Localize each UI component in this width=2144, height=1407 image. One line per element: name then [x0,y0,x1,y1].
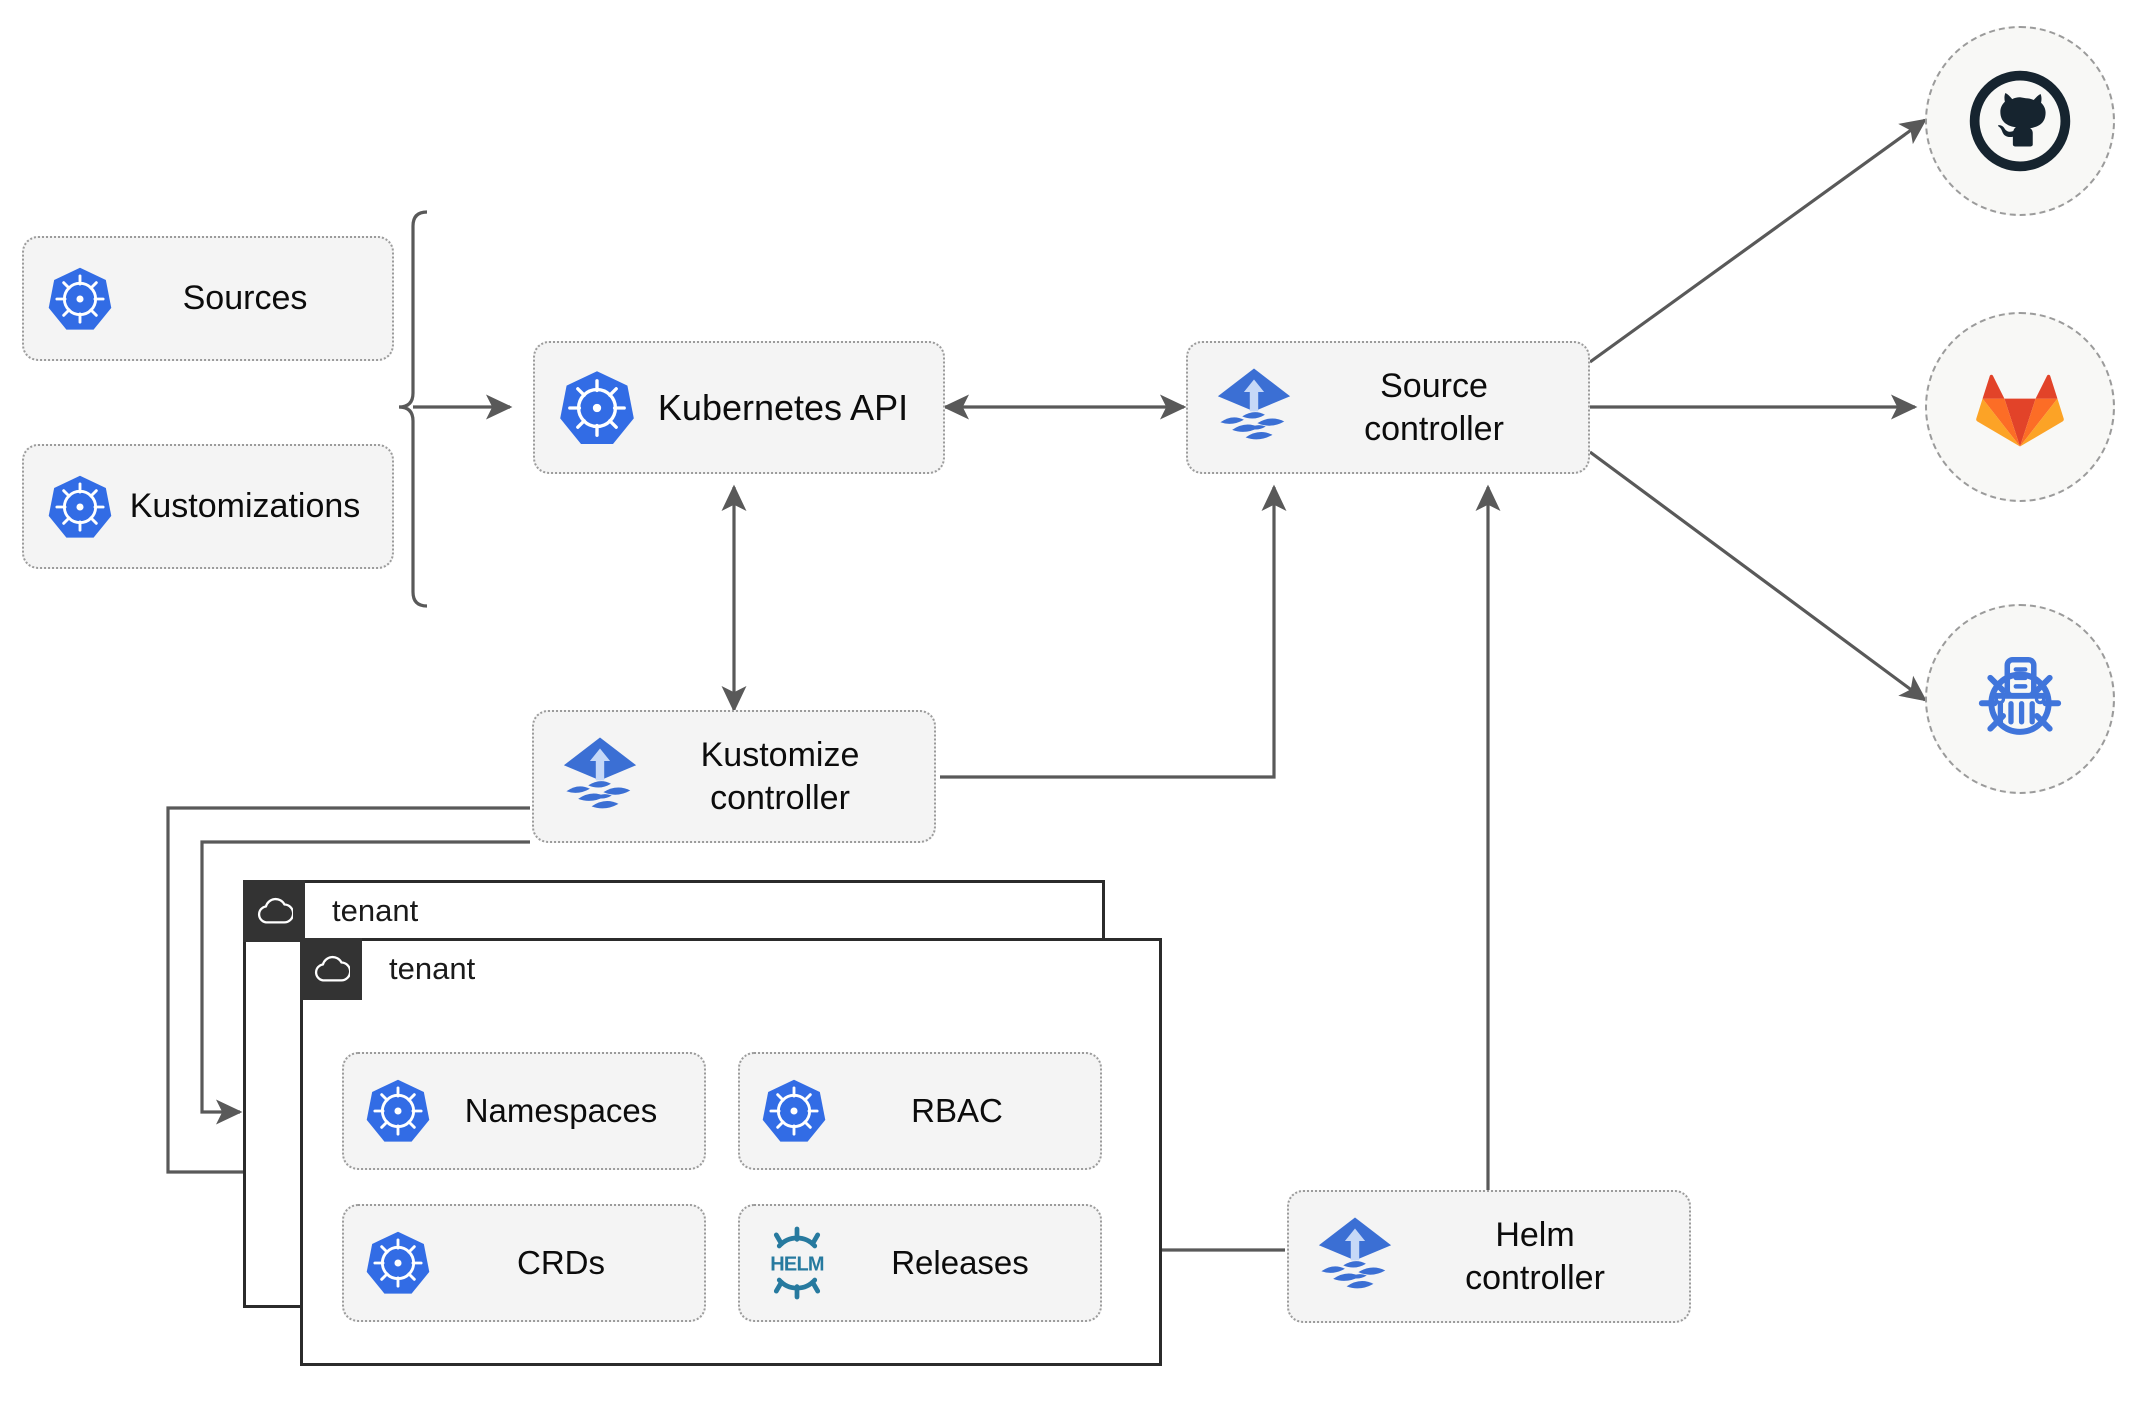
node-kustomize-controller[interactable]: Kustomize controller [532,710,936,843]
tenant-tile-label-rbac: RBAC [911,1092,1003,1130]
tenant-label-front: tenant [389,951,476,986]
flux-icon [1212,366,1296,450]
tenant-tile-label-namespaces: Namespaces [464,1092,658,1130]
node-source-controller[interactable]: Source controller [1186,341,1590,474]
kubernetes-icon [46,473,114,541]
kubernetes-icon [364,1229,432,1297]
flux-icon [1313,1215,1397,1299]
gitlab-icon [1976,374,2064,447]
kubernetes-icon [557,368,637,448]
node-helm-controller[interactable]: Helm controller [1287,1190,1691,1323]
provider-helm-repository[interactable] [1925,604,2115,794]
kubernetes-icon [364,1077,432,1145]
cloud-icon [257,897,293,924]
node-label-helm-controller: Helm controller [1465,1216,1605,1297]
helm-icon: HELM [760,1226,834,1300]
tenant-tile-releases[interactable]: HELM Releases [738,1204,1102,1322]
edge-source-to-github [1589,118,1927,364]
edge-source-to-bucket [1589,450,1927,702]
provider-github[interactable] [1925,26,2115,216]
kubernetes-icon [46,265,114,333]
resource-box-kustomizations[interactable]: Kustomizations [22,444,394,569]
cloud-icon [314,955,350,982]
node-kubernetes-api[interactable]: Kubernetes API [533,341,945,474]
resource-box-sources[interactable]: Sources [22,236,394,361]
kubernetes-icon [760,1077,828,1145]
github-icon [1969,70,2071,172]
tenant-tile-namespaces[interactable]: Namespaces [342,1052,706,1170]
tenant-cloud-badge [300,938,362,1000]
tenant-tile-crds[interactable]: CRDs [342,1204,706,1322]
resources-brace [398,210,428,608]
tenant-tile-rbac[interactable]: RBAC [738,1052,1102,1170]
helm-repository-icon [1978,657,2062,735]
node-label-kustomize-controller: Kustomize controller [700,736,860,817]
resource-label-sources: Sources [182,279,308,318]
svg-text:HELM: HELM [770,1253,824,1275]
tenant-tile-label-crds: CRDs [517,1244,605,1282]
tenant-label-back: tenant [332,893,419,928]
provider-gitlab[interactable] [1925,312,2115,502]
resource-label-kustomizations: Kustomizations [129,487,361,526]
node-label-source-controller: Source controller [1364,367,1504,448]
node-label-kubernetes-api: Kubernetes API [657,387,909,428]
flux-icon [558,735,642,819]
edge-kustomize-to-source-controller [940,484,1287,779]
tenant-tile-label-releases: Releases [891,1244,1029,1282]
tenant-cloud-badge [243,880,305,942]
